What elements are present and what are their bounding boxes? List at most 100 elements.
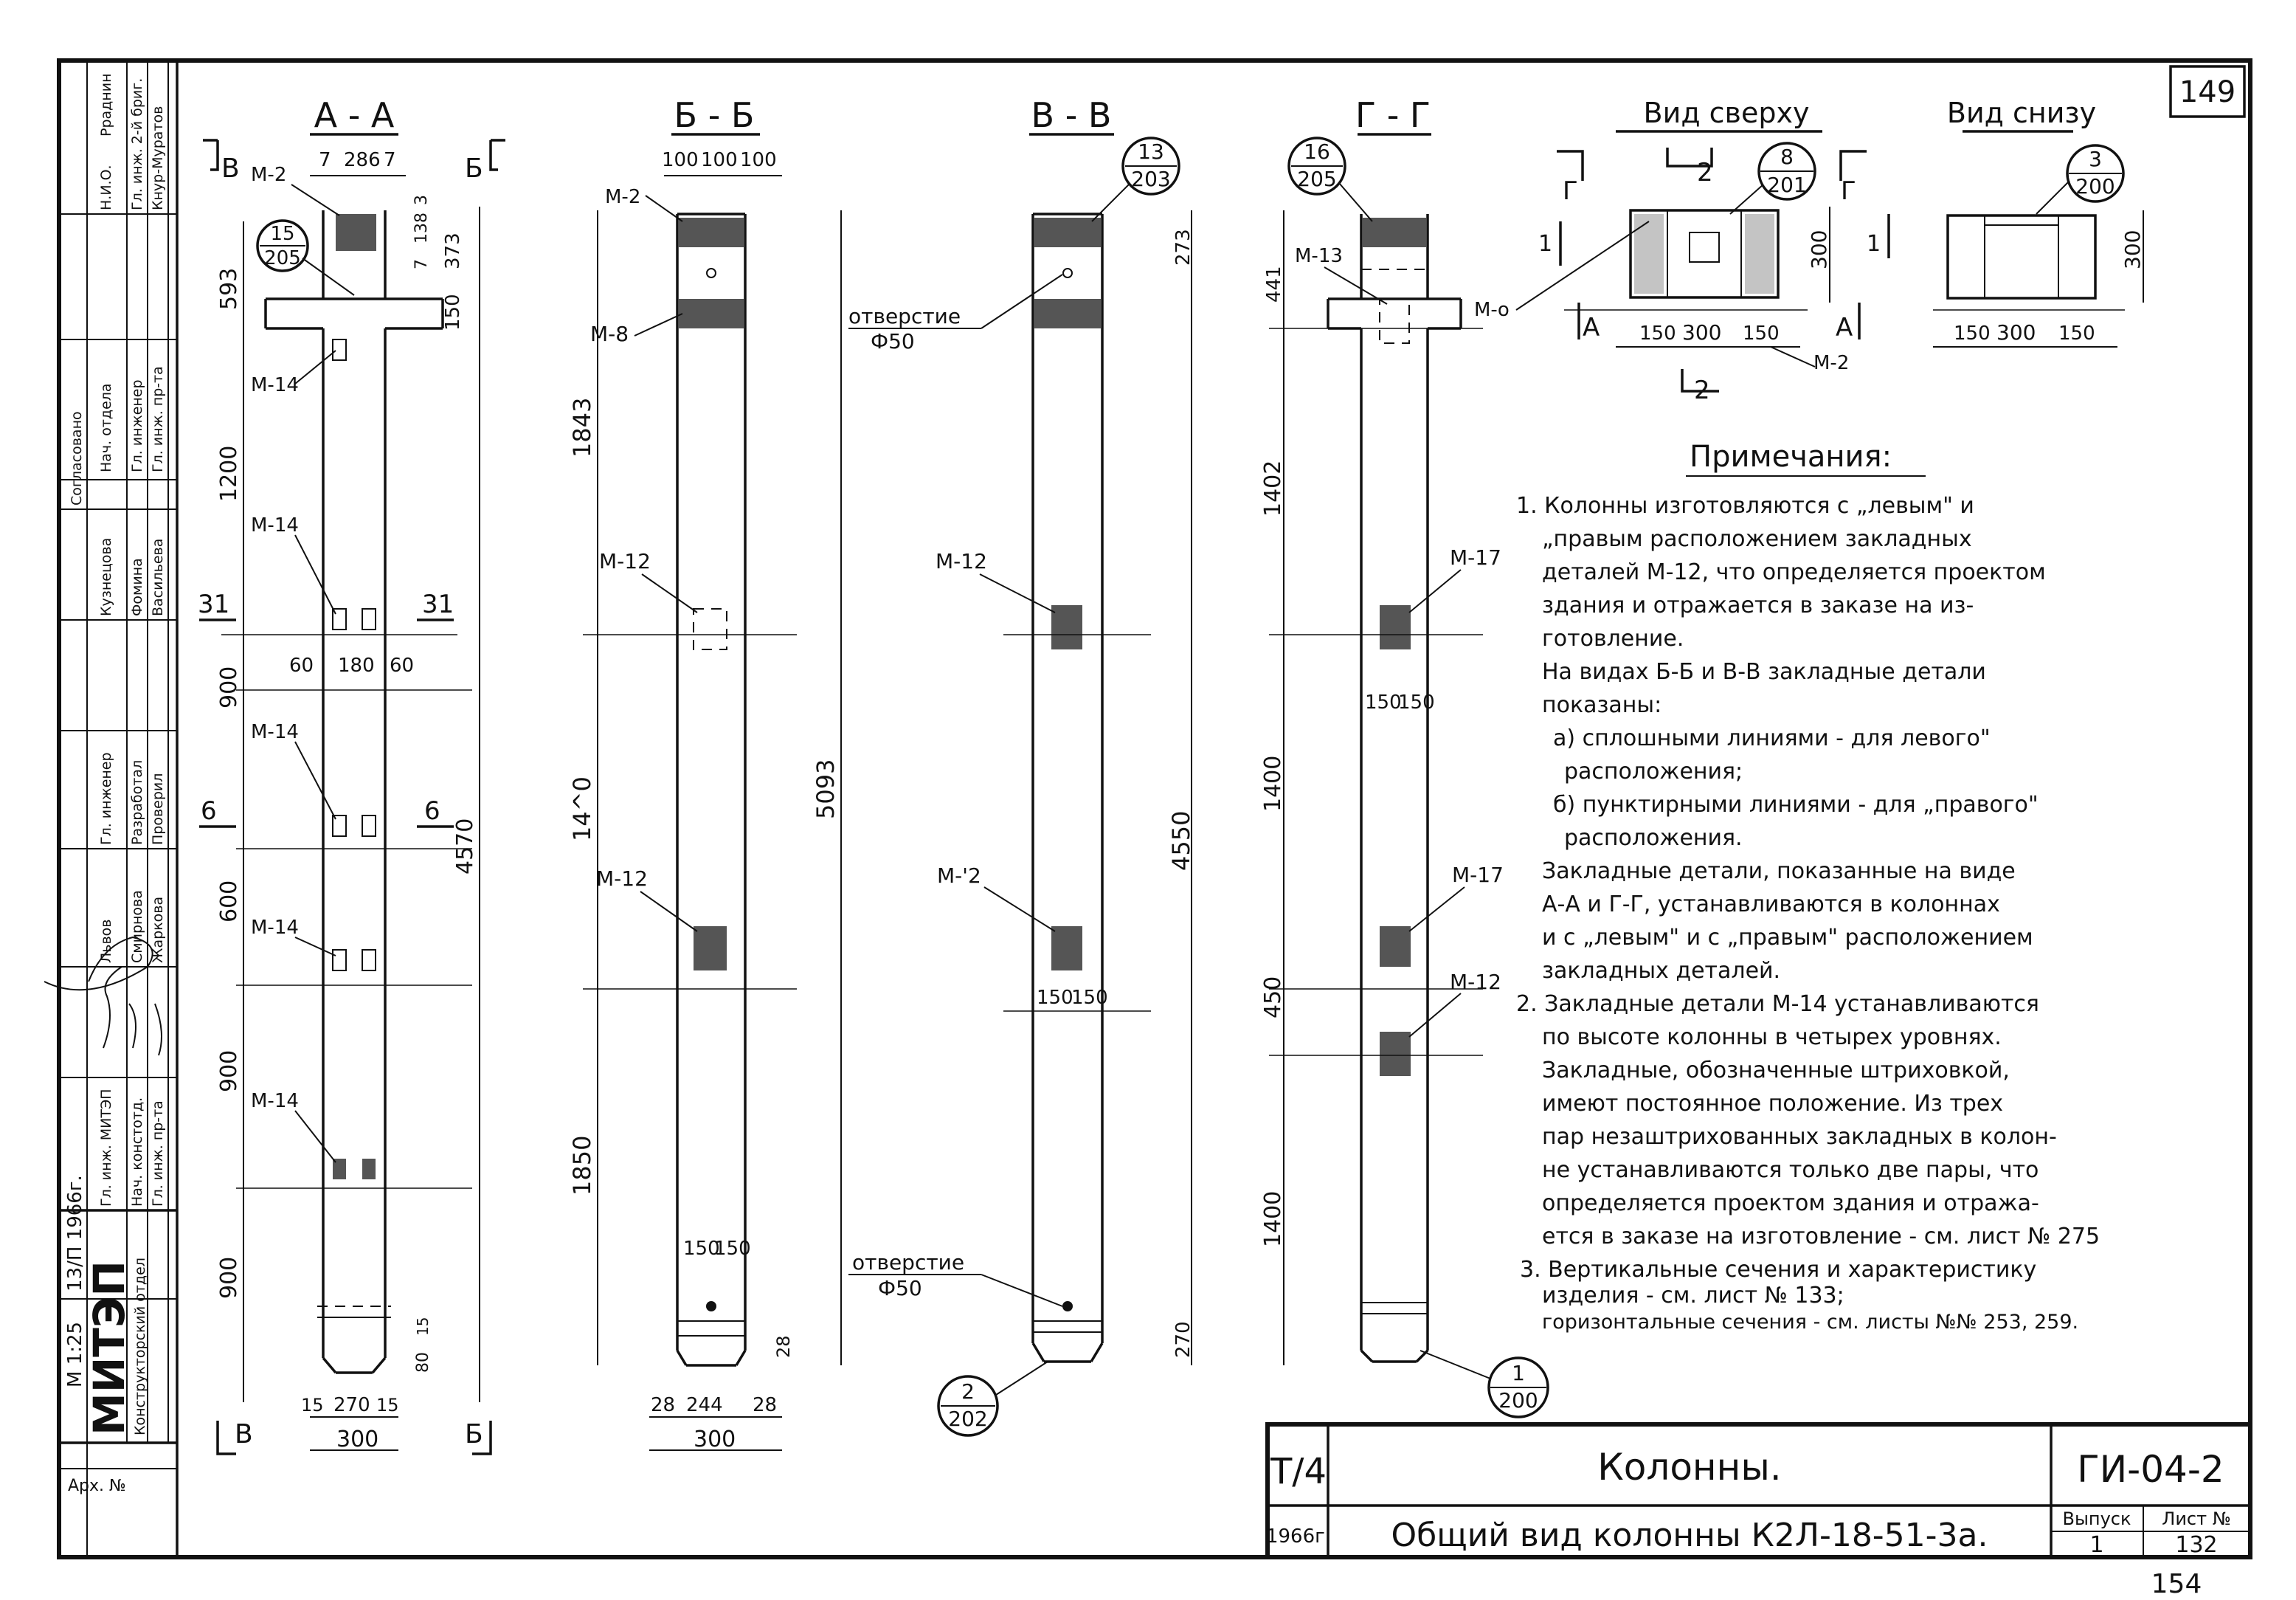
sheet-frame [57, 58, 2252, 1559]
section-aa: А - А В Б В Б 3 [198, 95, 505, 1455]
note-line: имеют постоянное положение. Из трех [1542, 1091, 2003, 1117]
mark-Be-upper: Б [465, 154, 483, 184]
svg-text:3: 3 [2089, 147, 2102, 171]
svg-text:100: 100 [701, 149, 738, 171]
svg-text:150: 150 [442, 294, 464, 331]
svg-text:286: 286 [344, 149, 381, 171]
tb-title: Колонны. [1597, 1446, 1781, 1489]
svg-text:202: 202 [948, 1407, 987, 1431]
svg-text:15: 15 [376, 1395, 399, 1415]
note-line: б) пунктирными линиями - для „правого" [1553, 792, 2039, 818]
mark-6-left: 6 [201, 796, 217, 826]
stamp-row-9a: Проверил [150, 773, 166, 845]
note-line: здания и отражается в заказе на из- [1542, 593, 1974, 618]
svg-text:450: 450 [1260, 976, 1286, 1018]
org-name: МИТЭП [84, 1261, 134, 1435]
svg-text:28: 28 [773, 1335, 794, 1358]
svg-text:150: 150 [1954, 323, 1991, 345]
note-line: „правым расположением закладных [1542, 526, 1972, 552]
callout-15 [256, 219, 309, 272]
svg-text:900: 900 [216, 1257, 242, 1299]
label-m12-vv-a: М-12 [936, 549, 987, 573]
svg-text:150: 150 [683, 1238, 720, 1260]
label-m2: М-2 [251, 164, 286, 186]
mark-6-right: 6 [424, 796, 440, 826]
bottom-view-title: Вид снизу [1947, 97, 2096, 129]
label-m2-bb: М-2 [605, 186, 640, 208]
mark-31-left: 31 [198, 590, 229, 619]
label-m13: М-13 [1295, 245, 1343, 267]
label-m14-b: М-14 [251, 514, 299, 537]
svg-text:270: 270 [333, 1394, 370, 1416]
label-m8: М-8 [590, 322, 629, 346]
tb-code: Т/4 [1270, 1451, 1327, 1492]
note-line: На видах Б-Б и В-В закладные детали [1542, 659, 1986, 685]
note-line: и с „левым" и с „правым" расположением [1542, 925, 2033, 951]
svg-text:150: 150 [1398, 692, 1435, 714]
svg-text:150: 150 [1071, 987, 1108, 1009]
label-m17-b: М-17 [1452, 863, 1504, 887]
note-line: расположения; [1564, 759, 1743, 785]
svg-text:15: 15 [301, 1395, 324, 1415]
svg-text:Г: Г [1563, 176, 1578, 206]
section-bb-title: Б - Б [674, 95, 755, 135]
note-line: Закладные детали, показанные на виде [1542, 858, 2016, 884]
stamp-row-3a: Нач. отдела [98, 383, 114, 472]
svg-text:1843: 1843 [568, 398, 596, 458]
svg-text:201: 201 [1767, 173, 1806, 197]
page-number-box [2169, 65, 2246, 118]
label-m14-e: М-14 [251, 1090, 299, 1112]
note-line: деталей М-12, что определяется проектом [1542, 559, 2046, 585]
mark-B-lower: В [235, 1419, 253, 1449]
label-m2-top: М-2 [1813, 352, 1849, 374]
label-m17-a: М-17 [1450, 545, 1501, 570]
stamp-row-12b: Нач. констотд. [129, 1097, 145, 1207]
svg-text:2: 2 [961, 1379, 975, 1404]
tb-sheet-label: Лист № [2162, 1508, 2230, 1529]
note-line: готовление. [1542, 626, 1684, 652]
note-line: расположения. [1564, 825, 1743, 851]
notes-title: Примечания: [1690, 440, 1892, 474]
stamp-row-6a: Кузнецова [98, 538, 114, 616]
callout-8 [1757, 142, 1816, 201]
callout-13 [1121, 137, 1180, 196]
label-m14-d: М-14 [251, 917, 299, 939]
svg-text:200: 200 [1498, 1388, 1538, 1413]
svg-text:1: 1 [1538, 231, 1552, 257]
svg-text:300: 300 [694, 1427, 736, 1452]
svg-text:441: 441 [1263, 266, 1285, 303]
svg-text:205: 205 [1297, 167, 1336, 191]
note-line: а) сплошными линиями - для левого" [1553, 725, 1991, 751]
svg-text:593: 593 [216, 268, 242, 310]
embedded-plate-top [336, 214, 376, 251]
svg-text:150: 150 [1365, 692, 1402, 714]
note-line: закладных деталей. [1542, 958, 1780, 984]
svg-text:138: 138 [412, 213, 431, 244]
svg-text:180: 180 [338, 655, 375, 677]
svg-text:100: 100 [662, 149, 699, 171]
stamp-row-1b: Рраднин [98, 74, 114, 137]
label-m12-vv-b: М-'2 [937, 863, 981, 888]
svg-text:3: 3 [412, 195, 431, 205]
svg-text:300: 300 [1682, 320, 1721, 345]
note-line: пар незаштрихованных закладных в колон- [1542, 1124, 2057, 1150]
bottom-view: Вид снизу 150 300 150 300 3 200 [1933, 97, 2145, 348]
note-line: 3. Вертикальные сечения и характеристику [1520, 1257, 2036, 1283]
svg-text:300: 300 [1996, 320, 2036, 345]
stamp-row-13b: Гл. инж. пр-та [150, 1100, 166, 1207]
page-number: 149 [2179, 75, 2236, 109]
svg-text:16: 16 [1304, 139, 1330, 164]
svg-text:150: 150 [714, 1238, 751, 1260]
svg-text:15: 15 [414, 1317, 432, 1336]
svg-text:1: 1 [1867, 231, 1881, 257]
label-m14-a: М-14 [251, 374, 299, 396]
note-line: Закладные, обозначенные штриховкой, [1542, 1058, 2010, 1083]
section-vv-title: В - В [1031, 95, 1112, 135]
svg-text:300: 300 [336, 1427, 378, 1452]
section-aa-title: А - А [314, 95, 395, 135]
section-gg: Г - Г 16 205 М-13 М-17 М- [1260, 95, 1549, 1418]
note-line: показаны: [1542, 692, 1662, 718]
note-line: 1. Колонны изготовляются с „левым" и [1516, 493, 1974, 519]
stamp-row-5: Согласовано [69, 411, 85, 506]
